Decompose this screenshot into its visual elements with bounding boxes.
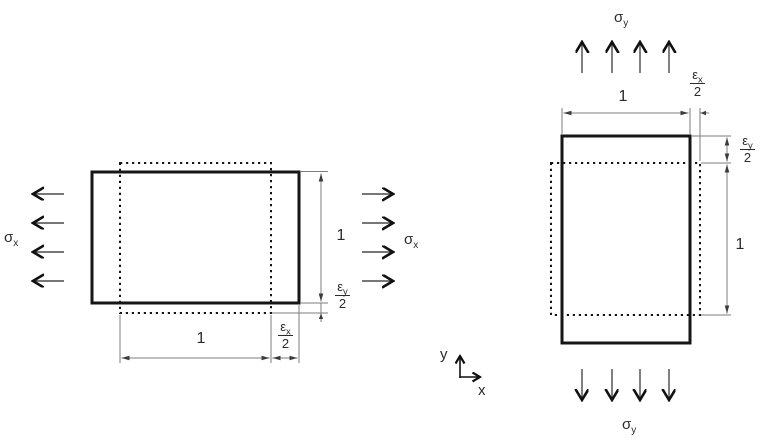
left-stress-arrows-right bbox=[362, 194, 393, 281]
left-width-dim-label: 1 bbox=[196, 330, 206, 347]
sigma-x-left-label: σx bbox=[4, 229, 19, 249]
left-height-dim-label: 1 bbox=[336, 227, 346, 244]
right-strain-x-fraction: εx 2 bbox=[690, 67, 705, 100]
sigma-y-top-label: σy bbox=[614, 9, 629, 29]
right-stress-arrows-top bbox=[582, 42, 669, 73]
right-width-dimension bbox=[561, 108, 709, 161]
left-width-dimension bbox=[119, 305, 300, 363]
right-height-dim-label: 1 bbox=[735, 236, 745, 253]
left-stress-arrows-left bbox=[33, 194, 64, 281]
left-strain-y-fraction: εy 2 bbox=[335, 279, 350, 312]
right-width-dim-label: 1 bbox=[618, 88, 628, 105]
left-deformed-element-outline bbox=[90, 170, 301, 305]
right-original-element-outline bbox=[550, 162, 701, 316]
left-height-dimension bbox=[272, 171, 328, 322]
sigma-x-right-label: σx bbox=[404, 231, 419, 251]
right-stress-arrows-bottom bbox=[582, 369, 669, 400]
right-height-dimension bbox=[691, 135, 731, 316]
right-deformed-element-outline bbox=[560, 134, 692, 345]
right-strain-y-fraction: εy 2 bbox=[740, 133, 755, 166]
left-strain-x-fraction: εx 2 bbox=[278, 319, 293, 352]
coordinate-axes bbox=[459, 356, 480, 378]
x-axis-label: x bbox=[478, 382, 486, 399]
y-axis-label: y bbox=[440, 346, 448, 363]
sigma-y-bottom-label: σy bbox=[622, 416, 637, 436]
left-original-element-outline bbox=[119, 162, 272, 314]
